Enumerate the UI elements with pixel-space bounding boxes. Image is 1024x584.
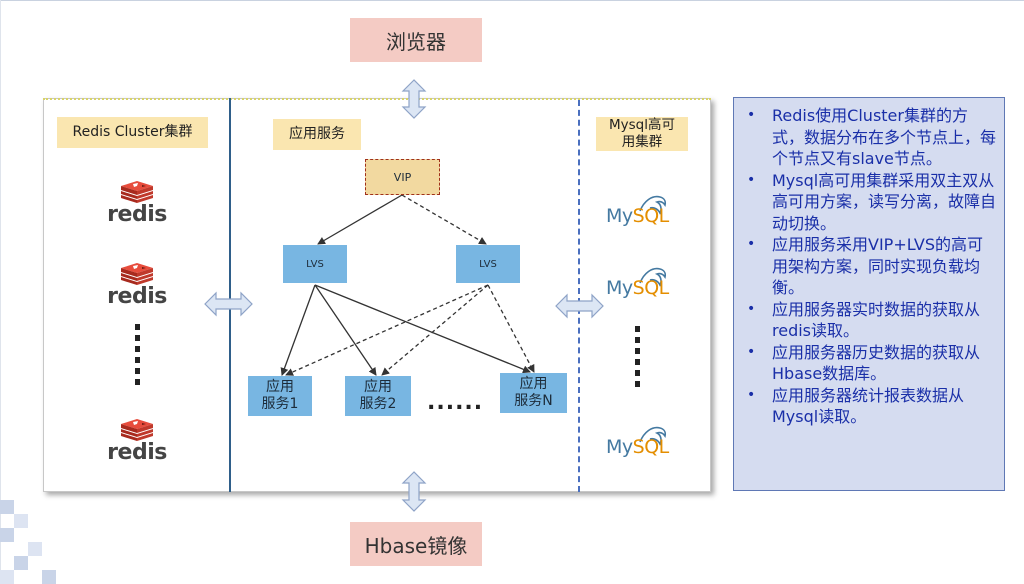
- app-mysql-double-arrow: [555, 293, 604, 319]
- dolphin-icon: [639, 267, 667, 287]
- hbase-mirror-box: Hbase镜像: [350, 522, 482, 566]
- mysql-more-nodes-ellipsis: [635, 326, 641, 392]
- corner-decoration: [0, 528, 14, 542]
- lvs2-svc2-edge: [381, 284, 489, 376]
- description-item: 应用服务器统计报表数据从Mysql读取。: [746, 385, 996, 428]
- corner-decoration: [42, 570, 56, 584]
- slide-left-border: [0, 0, 1, 584]
- slide-top-border: [0, 0, 1024, 1]
- lvs1-svc2-edge: [314, 284, 377, 376]
- description-item: Mysql高可用集群采用双主双从高可用方案，读写分离，故障自动切换。: [746, 170, 996, 235]
- dolphin-icon: [639, 195, 667, 215]
- lvs1-svcn-edge: [314, 284, 531, 374]
- corner-decoration: [0, 570, 14, 584]
- redis-wordmark: redis: [107, 202, 167, 227]
- browser-panel-double-arrow: [401, 79, 427, 119]
- lvs2-svc1-edge: [285, 284, 489, 376]
- description-item: 应用服务采用VIP+LVS的高可用架构方案，同时实现负载均衡。: [746, 234, 996, 299]
- lvs-node-2: LVS: [456, 245, 520, 283]
- redis-app-double-arrow: [204, 291, 253, 317]
- app-service-ellipsis: ......: [427, 390, 484, 415]
- panel-hbase-double-arrow: [401, 471, 427, 512]
- description-item: Redis使用Cluster集群的方式，数据分布在多个节点上，每个节点又有sla…: [746, 105, 996, 170]
- mysql-node-2: MySQL: [606, 263, 672, 307]
- browser-box: 浏览器: [350, 18, 482, 62]
- redis-wordmark: redis: [107, 284, 167, 309]
- corner-decoration: [28, 542, 42, 556]
- app-service-node-2: 应用 服务2: [345, 376, 411, 416]
- redis-node-3: redis: [106, 418, 176, 470]
- redis-wordmark: redis: [107, 440, 167, 465]
- app-service-label: 应用服务: [273, 119, 361, 150]
- mysql-ha-label: Mysql高可 用集群: [596, 117, 688, 151]
- lvs1-svc1-edge: [280, 284, 316, 376]
- mysql-wordmark: MySQL: [606, 277, 669, 299]
- redis-more-nodes-ellipsis: [135, 324, 141, 390]
- corner-decoration: [14, 514, 28, 528]
- lvs2-svcn-edge: [487, 284, 535, 373]
- corner-decoration: [14, 556, 28, 570]
- redis-node-2: redis: [106, 262, 176, 314]
- redis-cube-icon: [121, 263, 153, 285]
- redis-cluster-label: Redis Cluster集群: [57, 117, 208, 148]
- description-item: 应用服务器实时数据的获取从redis读取。: [746, 299, 996, 342]
- app-service-node-n: 应用 服务N: [500, 373, 567, 413]
- description-list: Redis使用Cluster集群的方式，数据分布在多个节点上，每个节点又有sla…: [746, 105, 996, 428]
- mysql-node-3: MySQL: [606, 422, 672, 466]
- corner-decoration: [0, 500, 14, 514]
- vip-lvs1-edge: [317, 194, 403, 245]
- vip-lvs2-edge: [401, 194, 487, 245]
- panel-top-dotted-border: [43, 98, 711, 100]
- app-mysql-divider: [578, 100, 580, 492]
- description-item: 应用服务器历史数据的获取从Hbase数据库。: [746, 342, 996, 385]
- vip-node: VIP: [365, 159, 440, 195]
- redis-node-1: redis: [106, 180, 176, 232]
- lvs-node-1: LVS: [283, 245, 347, 283]
- dolphin-icon: [639, 426, 667, 446]
- redis-app-divider: [229, 98, 231, 492]
- redis-cube-icon: [121, 181, 153, 203]
- description-panel: Redis使用Cluster集群的方式，数据分布在多个节点上，每个节点又有sla…: [733, 97, 1005, 491]
- mysql-wordmark: MySQL: [606, 205, 669, 227]
- mysql-wordmark: MySQL: [606, 436, 669, 458]
- mysql-node-1: MySQL: [606, 191, 672, 235]
- redis-cube-icon: [121, 419, 153, 441]
- app-service-node-1: 应用 服务1: [248, 376, 312, 416]
